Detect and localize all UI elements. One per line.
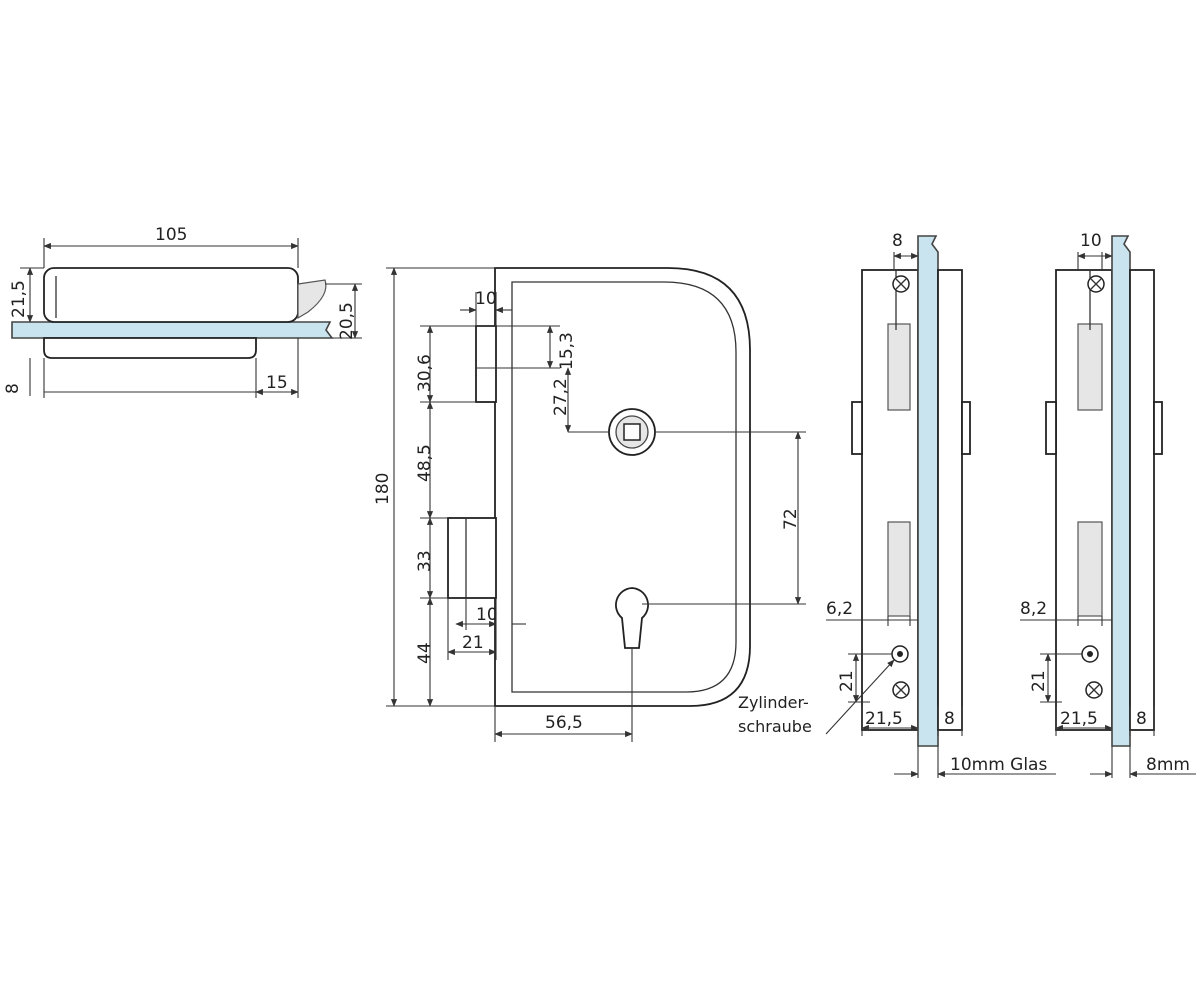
front-d21: 21: [462, 633, 484, 653]
front-d33: 33: [415, 550, 435, 572]
side10-offset-label: 6,2: [826, 599, 853, 619]
front-d30-6: 30,6: [415, 354, 435, 392]
front-view-bolt-plate: [447, 517, 497, 599]
front-d27-2: 27,2: [551, 378, 571, 416]
side10-glass-label: 10mm Glas: [950, 755, 1047, 775]
side10-counterplate: [937, 269, 963, 731]
front-view-inner: [511, 281, 737, 693]
side10-width-label: 21,5: [865, 709, 903, 729]
front-d10-top: 10: [475, 289, 497, 309]
side10-screw-label-1: Zylinder-: [738, 693, 809, 712]
side8-glass-label: 8mm: [1146, 755, 1190, 775]
front-d10-bottom: 10: [476, 605, 498, 625]
side8-offset-label: 8,2: [1020, 599, 1047, 619]
side10-vertical-label: 21: [837, 670, 857, 692]
top-glass-label: 8: [3, 383, 23, 394]
side10-top-label: 8: [892, 231, 903, 251]
front-d48-5: 48,5: [415, 444, 435, 482]
side-view-8mm: 10 8,2 21 21,5 8 8mm: [1020, 231, 1196, 778]
side8-glass: [1111, 235, 1131, 747]
front-height-label: 180: [373, 473, 393, 505]
front-d15-3: 15,3: [557, 332, 577, 370]
front-view: 180 10 15,3 30,6 27,2 48,5 72 33: [373, 267, 806, 742]
side8-vertical-label: 21: [1029, 670, 1049, 692]
top-offset-label: 15: [266, 373, 288, 393]
side8-width-label: 21,5: [1060, 709, 1098, 729]
front-view-body: [494, 267, 751, 707]
side8-counterplate: [1129, 269, 1155, 731]
side10-screw-label-2: schraube: [738, 717, 812, 736]
side8-right-label: 8: [1136, 709, 1147, 729]
front-d44: 44: [415, 642, 435, 664]
side8-top-label: 10: [1080, 231, 1102, 251]
front-view-latch-plate: [475, 325, 497, 403]
top-height-label: 21,5: [9, 280, 29, 318]
front-d72: 72: [781, 508, 801, 530]
top-view-housing: [43, 267, 299, 323]
top-view-glass: [11, 321, 334, 339]
side-view-10mm: 8 6,2 21 21,5 8 10mm Glas Zylinder- schr…: [738, 231, 1056, 778]
top-handle-label: 20,5: [337, 302, 357, 340]
front-d56-5: 56,5: [545, 713, 583, 733]
top-view-latch: [297, 279, 327, 320]
side10-glass: [917, 235, 939, 747]
top-view: 105 21,5 20,5 8 15: [3, 225, 362, 398]
top-view-counterplate: [43, 337, 257, 359]
side10-right-label: 8: [944, 709, 955, 729]
top-width-label: 105: [155, 225, 187, 245]
